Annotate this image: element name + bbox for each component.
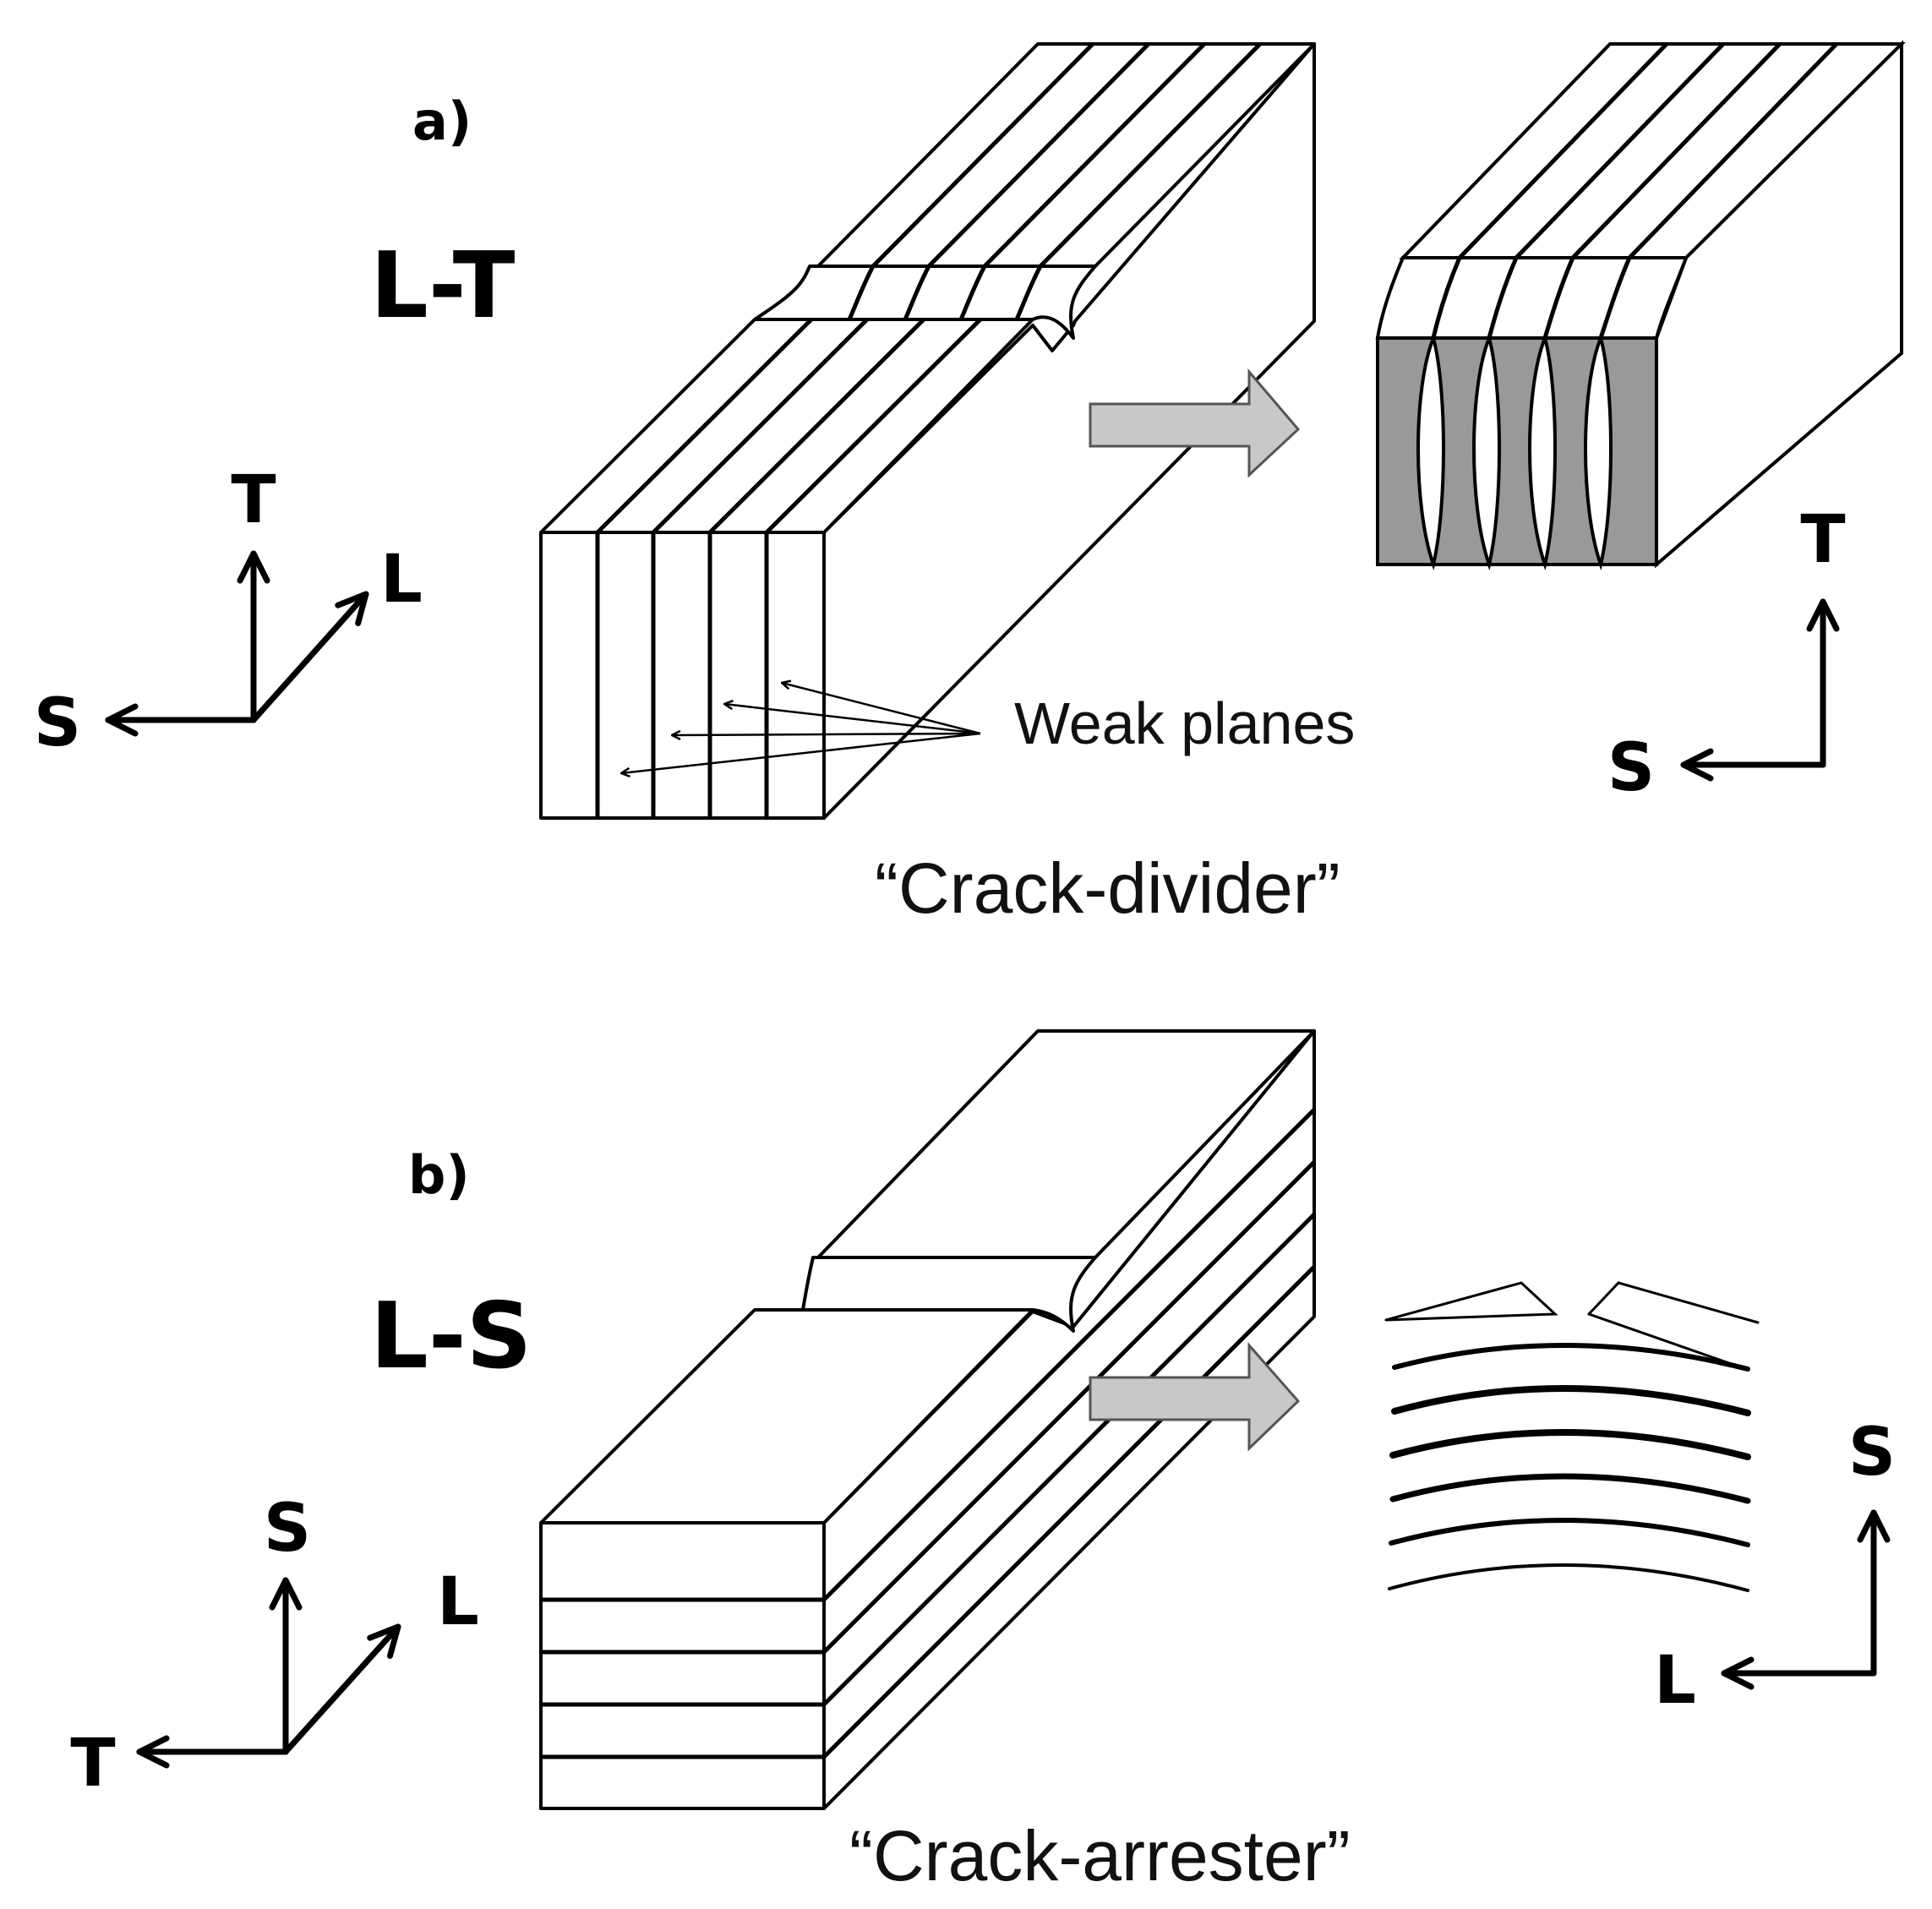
split-top-right xyxy=(1587,1281,1760,1324)
axis-depth-label: L xyxy=(437,1564,479,1640)
crack-divider-specimen xyxy=(539,42,1316,820)
panel-a-orientation-label: L-T xyxy=(370,233,516,339)
panel-a-label: a) xyxy=(412,90,472,152)
specimen-front-face xyxy=(539,1521,826,1810)
process-arrow-a xyxy=(1089,368,1301,478)
panel-b: b) L-S S L T xyxy=(70,1029,1896,1895)
panel-b-right-axes: S L xyxy=(1654,1415,1896,1719)
axis-left-label: L xyxy=(1654,1643,1696,1719)
axis-up-label: T xyxy=(231,462,276,538)
side-plate-lines xyxy=(822,1108,1316,1759)
axis-up-label: S xyxy=(1848,1415,1896,1491)
specimen-front-face xyxy=(539,531,826,820)
layer-4 xyxy=(1389,1473,1751,1504)
axis-left-label: S xyxy=(34,685,81,761)
layer-3 xyxy=(1389,1429,1751,1460)
front-plate-lines xyxy=(541,1597,824,1759)
fractured-top-lines xyxy=(1458,42,1838,259)
axis-up-label: S xyxy=(264,1491,311,1567)
fractured-bevel-lines xyxy=(1431,257,1632,339)
top-far-plate-lines xyxy=(871,42,1262,268)
layer-2 xyxy=(1391,1385,1751,1416)
layer-1 xyxy=(1392,1343,1750,1372)
axis-left-label: S xyxy=(1607,730,1655,806)
axis-up-label: T xyxy=(1800,502,1845,578)
layer-6 xyxy=(1388,1563,1749,1592)
panel-a: a) L-T T L S xyxy=(34,40,1906,928)
panel-b-left-axes: S L T xyxy=(70,1491,478,1802)
axis-left-label: T xyxy=(70,1726,115,1802)
process-arrow-b xyxy=(1089,1342,1301,1452)
fracture-lens-openings xyxy=(1416,332,1613,571)
crack-arrester-specimen xyxy=(539,1029,1316,1810)
panel-b-label: b) xyxy=(408,1144,470,1206)
specimen-notch xyxy=(753,265,1097,340)
panel-a-right-axes: T S xyxy=(1607,502,1846,806)
notch-plate-lines xyxy=(847,265,1043,320)
panel-b-orientation-label: L-S xyxy=(370,1284,532,1389)
top-near-plate-lines xyxy=(596,318,982,534)
specimen-notch xyxy=(801,1256,1097,1333)
weak-planes-pointers xyxy=(621,683,981,773)
split-top-right-lower xyxy=(1587,1312,1743,1369)
crack-arrester-delaminated-layers xyxy=(1384,1281,1760,1592)
fractured-bevel xyxy=(1375,256,1689,340)
axis-depth-arrow xyxy=(250,591,369,723)
panel-a-caption: “Crack-divider” xyxy=(875,848,1340,928)
crack-divider-fractured-specimen xyxy=(1375,40,1906,571)
panel-a-left-axes: T L S xyxy=(34,462,423,761)
axis-depth-arrow xyxy=(282,1623,401,1755)
axis-depth-label: L xyxy=(380,542,423,618)
weak-planes-label: Weak planes xyxy=(1014,690,1355,756)
split-top-left xyxy=(1384,1281,1558,1322)
panel-b-caption: “Crack-arrester” xyxy=(849,1816,1351,1895)
layer-5 xyxy=(1389,1518,1750,1547)
